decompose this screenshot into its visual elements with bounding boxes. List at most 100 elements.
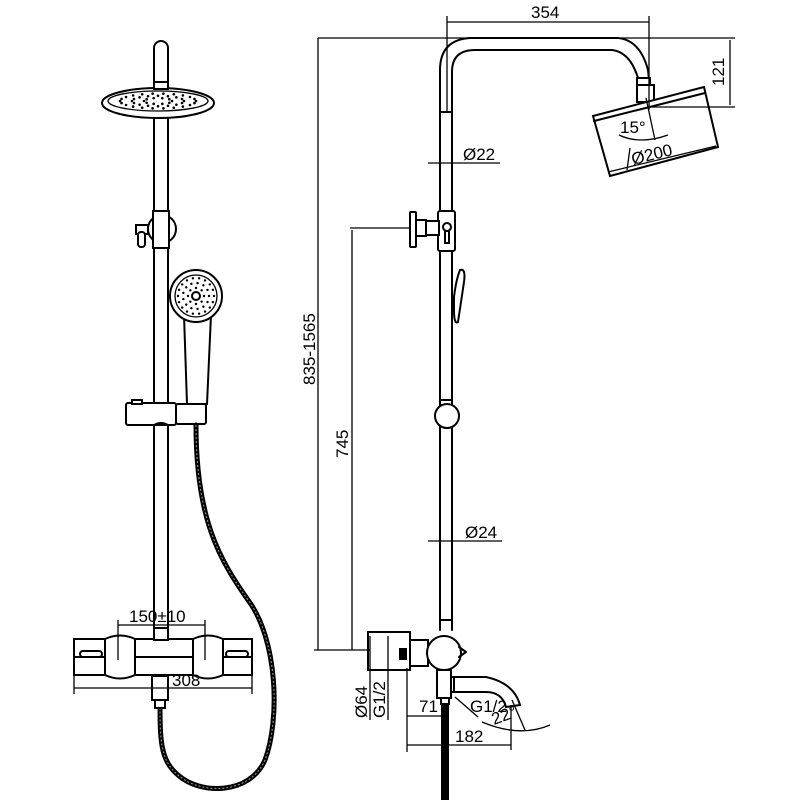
dim-label-height-range: 835-1565 — [300, 313, 319, 385]
nozzle-dot — [200, 300, 203, 303]
dim-head-angle: 15° — [618, 97, 669, 141]
nozzle-dot — [211, 288, 215, 292]
nozzle-dot — [176, 294, 180, 298]
shower-arm — [439, 37, 650, 113]
dim-mixer-width: 308 — [73, 671, 253, 694]
nozzle-dot — [203, 310, 207, 313]
nozzle-dot — [202, 294, 206, 298]
nozzle-dot — [194, 286, 198, 290]
nozzle-dot — [166, 94, 170, 98]
nozzle-dot — [156, 94, 160, 98]
nozzle-dot — [181, 283, 184, 286]
nozzle-dot — [180, 97, 184, 101]
side-view: 354 121 15° Ø200 Ø22 Ø24 — [300, 3, 735, 800]
nozzle-dot — [182, 291, 185, 295]
nozzle-dot — [202, 284, 205, 287]
dim-upper-pipe-diameter: Ø22 — [428, 145, 500, 164]
dim-lower-pipe-diameter: Ø24 — [428, 523, 502, 542]
side-slider-knob — [434, 399, 460, 429]
dim-label-head-angle: 15° — [620, 118, 646, 137]
nozzle-dot — [197, 277, 201, 280]
dim-inlet-spacing: 150±10 — [117, 607, 206, 660]
nozzle-dot — [152, 96, 155, 100]
dim-spout-reach: 182 — [407, 705, 512, 750]
front-diverter — [135, 210, 177, 249]
nozzle-dot — [138, 96, 141, 99]
side-shower-head — [591, 77, 720, 178]
dim-label-wall-to-pipe: 71 — [419, 697, 438, 716]
nozzle-dot — [124, 95, 128, 99]
nozzle-dot — [181, 105, 185, 108]
nozzle-dot — [120, 97, 123, 101]
nozzle-dot — [151, 92, 154, 95]
dim-escutcheon: Ø64 G1/2 — [352, 636, 389, 720]
front-view: 150±10 308 — [73, 40, 277, 791]
nozzle-dot — [161, 102, 164, 106]
nozzle-dot — [142, 99, 146, 103]
dim-label-upper-pipe-diameter: Ø22 — [463, 145, 495, 164]
dim-label-diverter-height: 745 — [333, 430, 352, 458]
nozzle-dot — [200, 289, 203, 292]
nozzle-dot — [170, 99, 174, 103]
shower-hose — [157, 422, 277, 791]
nozzle-dot — [194, 302, 198, 306]
nozzle-dot — [145, 101, 148, 105]
nozzle-dot — [190, 306, 193, 310]
nozzle-dot — [208, 306, 211, 309]
slide-bracket — [125, 399, 207, 426]
side-diverter — [409, 210, 456, 252]
nozzle-dot — [212, 294, 216, 298]
nozzle-dot — [130, 99, 134, 103]
nozzle-dot — [132, 97, 136, 101]
nozzle-dot — [140, 106, 144, 110]
dim-height-range: 835-1565 — [300, 38, 370, 651]
nozzle-dot — [180, 101, 184, 105]
nozzle-dot — [146, 94, 150, 98]
nozzle-dot — [197, 312, 201, 315]
nozzle-dot — [177, 288, 181, 292]
side-hand-shower — [453, 268, 466, 324]
nozzle-dot — [193, 101, 196, 105]
nozzle-dot — [193, 97, 196, 101]
nozzle-dot — [191, 312, 195, 315]
nozzle-dot — [181, 94, 185, 97]
thermostatic-mixer-side — [367, 631, 522, 800]
nozzle-dot — [172, 92, 176, 96]
nozzle-dot — [168, 101, 171, 105]
nozzle-dot — [120, 101, 123, 105]
nozzle-dot — [161, 96, 164, 100]
nozzle-dot — [196, 281, 199, 285]
nozzle-dot — [189, 289, 192, 292]
nozzle-dot — [151, 107, 154, 110]
nozzle-dot — [156, 104, 160, 108]
nozzle-dot — [146, 104, 150, 108]
nozzle-dot — [202, 305, 205, 308]
nozzle-dot — [185, 310, 189, 313]
nozzle-dot — [189, 300, 192, 303]
nozzle-dot — [182, 297, 185, 301]
front-riser-pipe — [153, 40, 169, 641]
nozzle-dot — [132, 101, 136, 105]
nozzle-dot — [118, 99, 122, 103]
nozzle-dot — [206, 300, 209, 304]
dim-label-spout-thread: G1/2 — [470, 697, 507, 716]
nozzle-dot — [181, 306, 184, 309]
nozzle-dot — [208, 283, 211, 286]
nozzle-dot — [191, 277, 195, 280]
dim-wall-to-pipe: 71 — [406, 668, 441, 752]
nozzle-dot — [190, 282, 193, 286]
nozzle-dot — [140, 92, 144, 96]
dim-label-arm-reach: 354 — [531, 3, 559, 22]
hand-shower — [169, 269, 223, 405]
nozzle-dot — [206, 288, 209, 292]
dim-label-inlet-spacing: 150±10 — [129, 607, 186, 626]
nozzle-dot — [211, 300, 215, 304]
dim-arm-reach: 354 — [446, 3, 650, 112]
dim-label-lower-pipe-diameter: Ø24 — [465, 523, 497, 542]
thermostatic-mixer-front — [73, 627, 253, 709]
nozzle-dot — [185, 286, 188, 289]
nozzle-dot — [175, 103, 178, 106]
nozzle-dot — [131, 94, 135, 97]
nozzle-dot — [194, 99, 198, 103]
